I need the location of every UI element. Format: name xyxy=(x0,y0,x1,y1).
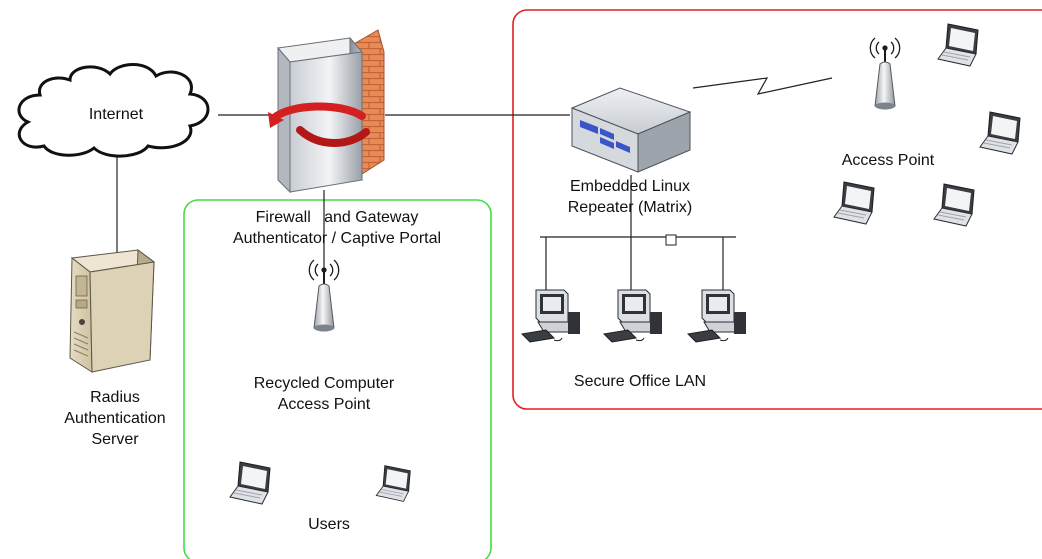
lan-terminator xyxy=(665,234,677,246)
radius-server-icon xyxy=(69,249,156,373)
radius-label-line2: Authentication xyxy=(64,410,166,427)
workstation-icon xyxy=(687,289,747,343)
workstation-icon xyxy=(521,289,581,343)
laptop-icon xyxy=(833,181,875,225)
public-access-zone xyxy=(183,199,492,559)
firewall-label-line1: Firewall and Gateway xyxy=(255,209,419,226)
secure-office-zone xyxy=(512,9,1042,410)
office-lan-label: Secure Office LAN xyxy=(573,373,707,390)
recycled-ap-label-line1: Recycled Computer xyxy=(253,375,395,392)
firewall-label-line2: Authenticator / Captive Portal xyxy=(232,230,442,247)
repeater-label-line2: Repeater (Matrix) xyxy=(567,199,693,216)
laptop-icon xyxy=(937,23,979,67)
radius-label-line1: Radius xyxy=(90,389,140,406)
recycled-ap-label-line2: Access Point xyxy=(277,396,371,413)
users-label: Users xyxy=(308,516,350,533)
wireless-link xyxy=(692,77,833,95)
laptop-icon xyxy=(375,465,411,502)
workstation-icon xyxy=(603,289,663,343)
access-point-label: Access Point xyxy=(841,152,935,169)
internet-label: Internet xyxy=(88,106,144,123)
repeater-box-icon xyxy=(570,87,692,173)
internet-cloud-icon xyxy=(17,63,210,158)
laptop-icon xyxy=(229,461,271,505)
antenna-icon xyxy=(869,37,901,111)
radius-label-line3: Server xyxy=(91,431,139,448)
firewall-server-icon xyxy=(268,29,385,194)
laptop-icon xyxy=(979,111,1021,155)
laptop-icon xyxy=(933,183,975,227)
antenna-icon xyxy=(308,259,340,333)
repeater-label-line1: Embedded Linux xyxy=(569,178,691,195)
